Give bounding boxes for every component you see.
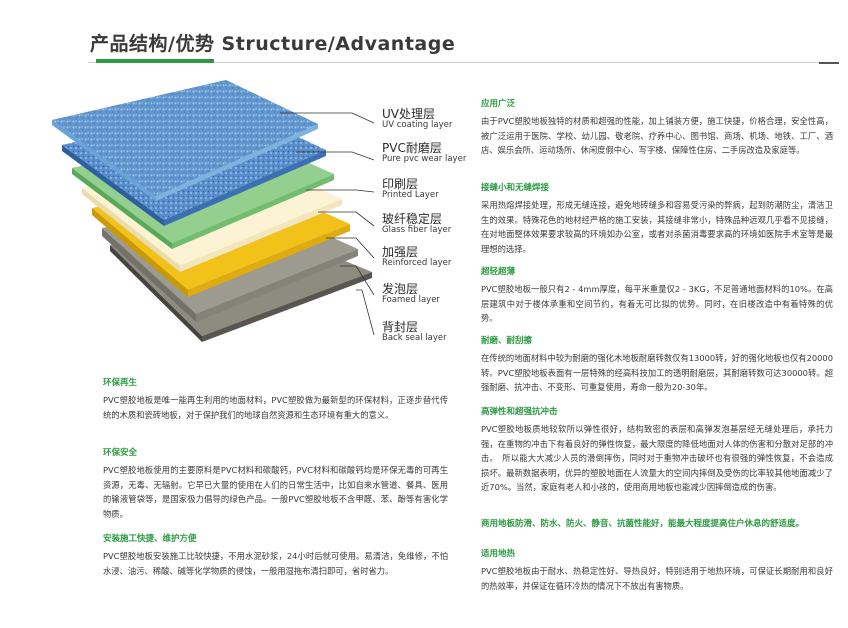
layer-label-zh: 发泡层 — [382, 282, 419, 296]
section-wide-application: 应用广泛 由于PVC塑胶地板独特的材质和超强的性能，加上铺装方便，施工快捷，价格… — [481, 99, 833, 158]
layer-label-zh: 加强层 — [382, 245, 419, 259]
section-title: 耐磨、耐刮擦 — [481, 336, 533, 346]
page-title: 产品结构/优势 Structure/Advantage — [90, 33, 456, 55]
section-title: 应用广泛 — [481, 99, 516, 109]
title-divider — [88, 62, 838, 63]
layer-label-en: Reinforced layer — [382, 257, 452, 268]
layer-label-zh: 印刷层 — [382, 177, 419, 191]
section-seamless-welding: 接缝小和无缝焊接 采用热熔焊接处理，形成无缝连接，避免地砖缝多和容易受污染的弊病… — [481, 183, 833, 256]
section-title: 环保再生 — [103, 378, 138, 388]
layer-label-zh: 玻纤稳定层 — [382, 212, 443, 226]
section-installation: 安装施工快捷、维护方便 PVC塑胶地板安装施工比较快捷，不用水泥砂浆，24小时后… — [103, 534, 448, 578]
section-body: 采用热熔焊接处理，形成无缝连接，避免地砖缝多和容易受污染的弊病，起到防潮防尘，清… — [481, 200, 833, 254]
section-title: 超轻超薄 — [481, 267, 516, 277]
layer-label-en: Printed Layer — [382, 189, 439, 200]
section-body: PVC塑胶地板使用的主要原料是PVC材料和碳酸钙，PVC材料和碳酸钙均是环保无毒… — [103, 465, 448, 519]
layer-label-zh: UV处理层 — [382, 107, 435, 121]
leader-lines — [280, 112, 375, 336]
layer-label-printed: 印刷层 Printed Layer — [382, 178, 439, 200]
section-floor-heating: 适用地热 PVC塑胶地板由于耐水、热稳定性好、导热良好，特别适用于地热环境，可保… — [481, 549, 833, 593]
layer-label-foamed: 发泡层 Foamed layer — [382, 283, 440, 305]
layer-label-en: Foamed layer — [382, 294, 440, 305]
section-high-elasticity: 高弹性和超强抗冲击 PVC塑胶地板质地较软所以弹性很好，结构致密的表层和高弹发泡… — [481, 407, 833, 495]
layer-label-back-seal: 背封层 Back seal layer — [382, 321, 447, 343]
section-body: PVC塑胶地板安装施工比较快捷，不用水泥砂浆，24小时后就可使用。易清洁，免维修… — [103, 551, 448, 576]
layer-label-reinforced: 加强层 Reinforced layer — [382, 246, 451, 268]
layer-label-zh: 背封层 — [382, 320, 419, 334]
layer-label-en: Back seal layer — [382, 332, 447, 343]
layer-label-wear: PVC耐磨层 Pure pvc wear layer — [382, 142, 466, 164]
layer-label-glass-fiber: 玻纤稳定层 Glass fiber layer — [382, 213, 451, 235]
section-wear-resistance: 耐磨、耐刮擦 在传统的地面材料中较为耐磨的强化木地板耐磨转数仅有13000转，好… — [481, 336, 833, 395]
section-body: PVC塑胶地板由于耐水、热稳定性好、导热良好，特别适用于地热环境，可保证长期耐用… — [481, 566, 833, 591]
section-title: 安装施工快捷、维护方便 — [103, 534, 197, 544]
section-title: 接缝小和无缝焊接 — [481, 183, 550, 193]
section-body: PVC塑胶地板是唯一能再生利用的地面材料，PVC塑胶做为最新型的环保材料，正逐步… — [103, 395, 448, 420]
section-body: 由于PVC塑胶地板独特的材质和超强的性能，加上铺装方便，施工快捷，价格合理，安全… — [481, 116, 833, 156]
section-title: 商用地板防滑、防水、防火、静音、抗菌性能好，能最大程度提高住户休息的舒适度。 — [481, 519, 805, 529]
section-ultra-light-thin: 超轻超薄 PVC塑胶地板一般只有2 - 4mm厚度，每平米重量仅2 - 3KG，… — [481, 267, 833, 326]
section-body: 在传统的地面材料中较为耐磨的强化木地板耐磨转数仅有13000转，好的强化地板也仅… — [481, 353, 833, 393]
section-body: PVC塑胶地板质地较软所以弹性很好，结构致密的表层和高弹发泡基层经无缝处理后，承… — [481, 424, 833, 493]
uv-layer-shape — [52, 80, 318, 201]
layer-label-uv: UV处理层 UV coating layer — [382, 108, 452, 130]
title-divider-end — [819, 62, 839, 64]
layer-label-en: Glass fiber layer — [382, 224, 452, 235]
section-title: 环保安全 — [103, 448, 138, 458]
section-eco-safety: 环保安全 PVC塑胶地板使用的主要原料是PVC材料和碳酸钙，PVC材料和碳酸钙均… — [103, 448, 448, 521]
section-title: 高弹性和超强抗冲击 — [481, 407, 558, 417]
section-body: PVC塑胶地板一般只有2 - 4mm厚度，每平米重量仅2 - 3KG，不足普通地… — [481, 284, 833, 324]
section-eco-recycle: 环保再生 PVC塑胶地板是唯一能再生利用的地面材料，PVC塑胶做为最新型的环保材… — [103, 378, 448, 422]
title-divider-accent — [96, 59, 214, 63]
layer-label-en: Pure pvc wear layer — [382, 153, 467, 164]
layer-label-en: UV coating layer — [382, 119, 453, 130]
layer-structure-illustration — [52, 80, 375, 342]
layer-label-zh: PVC耐磨层 — [382, 141, 442, 155]
section-title: 适用地热 — [481, 549, 516, 559]
section-commercial-benefits: 商用地板防滑、防水、防火、静音、抗菌性能好，能最大程度提高住户休息的舒适度。 — [481, 519, 833, 529]
